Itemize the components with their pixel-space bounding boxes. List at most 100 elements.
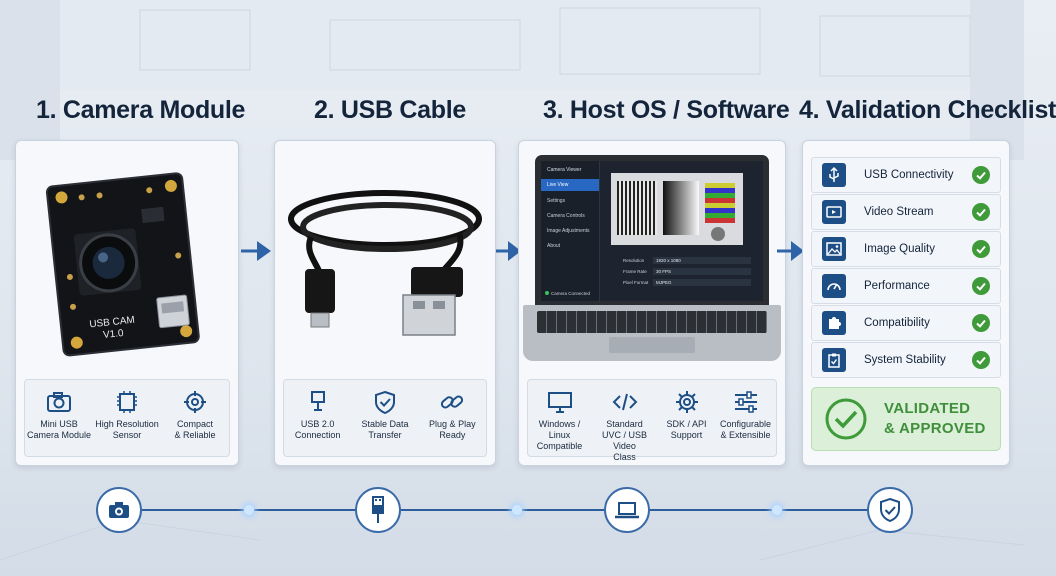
check-usb-connectivity: USB Connectivity [811, 157, 1001, 193]
host-os-card: Camera Viewer Live View Settings Camera … [518, 140, 786, 466]
menu-image-adjustments[interactable]: Image Adjustments [547, 228, 590, 234]
validation-checklist-card: USB Connectivity Video Stream Image Qual… [802, 140, 1010, 466]
feature-line: High Resolution [95, 419, 159, 429]
live-preview [611, 173, 743, 245]
feature-uvc: Standard UVC / USB Video Class [592, 390, 658, 463]
feature-mini-usb: Mini USB Camera Module [25, 390, 93, 441]
timeline-dot [512, 505, 522, 515]
timeline-node-validation [867, 487, 913, 533]
status-text: Camera Connected [551, 291, 591, 296]
stage-title-camera: 1. Camera Module [36, 96, 246, 124]
check-circle-icon [972, 166, 990, 184]
validated-badge: VALIDATED & APPROVED [811, 387, 1001, 451]
feature-configurable: Configurable & Extensible [716, 390, 776, 441]
image-icon [826, 242, 842, 256]
app-sidebar: Camera Viewer Live View Settings Camera … [541, 161, 600, 301]
param-row: Frame Rate 30 FPS [623, 266, 751, 277]
puzzle-icon [829, 317, 841, 329]
feature-line: Camera Module [26, 430, 92, 440]
camera-module-card: USB CAM V1.0 Mini USB Camera Module High… [15, 140, 239, 466]
menu-about[interactable]: About [547, 243, 561, 249]
chip-icon [117, 391, 137, 413]
feature-line: & Reliable [174, 430, 216, 440]
feature-line: Ready [439, 430, 466, 440]
camera-features: Mini USB Camera Module High Resolution S… [24, 379, 230, 457]
feature-line: SDK / API [666, 419, 707, 429]
stage-title-validation: 4. Validation Checklist [799, 96, 1056, 124]
stage-title-usb-cable: 2. USB Cable [314, 96, 467, 124]
feature-stable-data: Stable Data Transfer [351, 390, 418, 441]
timeline-node-camera [96, 487, 142, 533]
feature-line: Windows / Linux [538, 419, 581, 440]
camera-viewer-app: Camera Viewer Live View Settings Camera … [541, 161, 763, 301]
feature-line: Stable Data [361, 419, 409, 429]
usb-plug-icon [372, 496, 384, 523]
check-compatibility: Compatibility [811, 305, 1001, 341]
feature-compact: Compact & Reliable [161, 390, 229, 441]
status-dot [545, 291, 549, 295]
validated-text: VALIDATED [884, 400, 971, 417]
feature-line: Compact [176, 419, 213, 429]
menu-settings[interactable]: Settings [547, 198, 566, 204]
check-circle-icon [972, 240, 990, 258]
check-circle-icon [972, 277, 990, 295]
app-title: Camera Viewer [547, 167, 582, 173]
check-label: Performance [864, 280, 930, 292]
check-label: System Stability [864, 354, 946, 366]
menu-live-view[interactable]: Live View [541, 179, 599, 191]
gauge-icon [827, 283, 841, 291]
feature-line: & Extensible [720, 430, 771, 440]
stage-title-host-os: 3. Host OS / Software [543, 96, 790, 124]
timeline-node-usb [355, 487, 401, 533]
laptop-base [523, 305, 781, 361]
feature-line: Class [613, 452, 636, 462]
approved-check-icon [825, 398, 867, 440]
shield-check-icon [374, 390, 395, 415]
feature-line: Plug & Play [429, 419, 476, 429]
param-row: Resolution 1920 x 1080 [623, 255, 751, 266]
clipboard-check-icon [828, 353, 840, 368]
feature-line: Sensor [112, 430, 142, 440]
check-label: Image Quality [864, 243, 935, 255]
timeline-node-laptop [604, 487, 650, 533]
check-image-quality: Image Quality [811, 231, 1001, 267]
check-circle-icon [972, 203, 990, 221]
software-features: Windows / Linux Compatible Standard UVC … [527, 379, 777, 462]
menu-camera-controls[interactable]: Camera Controls [547, 213, 585, 219]
feature-line: UVC / USB Video [601, 430, 647, 451]
feature-line: Configurable [719, 419, 772, 429]
gear-icon [675, 391, 698, 413]
sliders-icon [734, 391, 757, 413]
param-list: Resolution 1920 x 1080 Frame Rate 30 FPS… [623, 255, 751, 288]
feature-usb-connection: USB 2.0 Connection [284, 390, 351, 441]
monitor-icon [547, 392, 572, 413]
param-row: Pixel Format MJPEG [623, 277, 751, 288]
feature-line: Support [670, 430, 703, 440]
feature-line: Transfer [368, 430, 402, 440]
timeline-dot [772, 505, 782, 515]
flow-arrow-icon [241, 241, 271, 261]
param-value[interactable]: 1920 x 1080 [653, 257, 751, 264]
feature-line: Compatible [536, 441, 583, 451]
check-label: Compatibility [864, 317, 930, 329]
approved-text: & APPROVED [884, 420, 986, 437]
link-icon [441, 395, 464, 409]
check-label: Video Stream [864, 206, 934, 218]
timeline-dot [244, 505, 254, 515]
camera-board-image [45, 172, 200, 357]
param-value[interactable]: MJPEG [653, 279, 751, 286]
feature-line: USB 2.0 [300, 419, 335, 429]
shield-check-icon [880, 497, 900, 523]
usb-icon [829, 166, 839, 182]
param-value[interactable]: 30 FPS [653, 268, 751, 275]
feature-sdk: SDK / API Support [659, 390, 715, 441]
check-circle-icon [972, 314, 990, 332]
video-icon [826, 206, 842, 218]
check-video-stream: Video Stream [811, 194, 1001, 230]
camera-icon [47, 392, 71, 412]
feature-sensor: High Resolution Sensor [93, 390, 161, 441]
laptop-trackpad [609, 337, 695, 353]
flow-arrow-icon [496, 241, 521, 261]
usb-cable-card: USB 2.0 Connection Stable Data Transfer … [274, 140, 496, 466]
check-performance: Performance [811, 268, 1001, 304]
